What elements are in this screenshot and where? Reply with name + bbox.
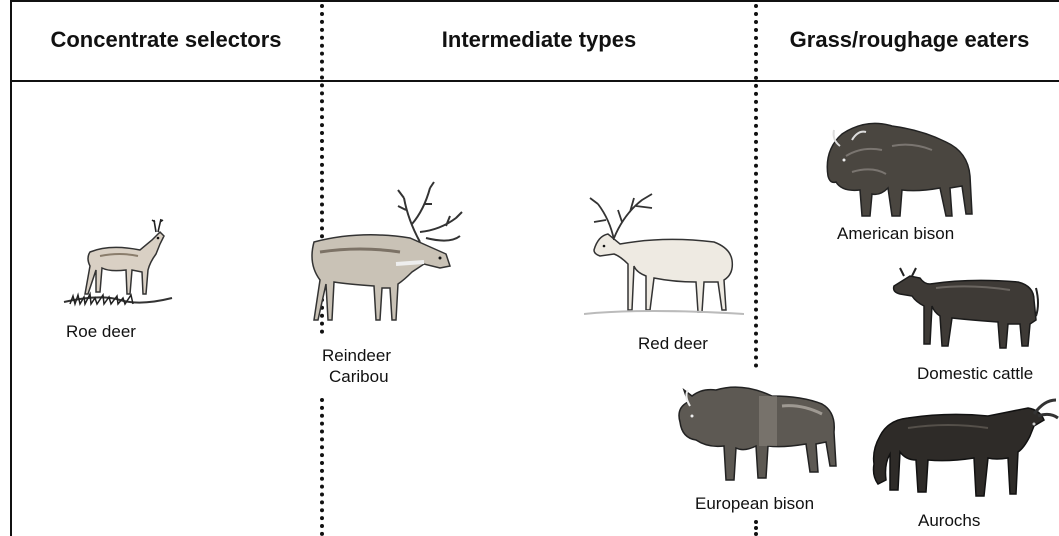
label-american-bison: American bison [837, 223, 954, 244]
domestic-cattle-illustration [890, 254, 1040, 354]
label-domestic-cattle: Domestic cattle [917, 363, 1033, 384]
header-divider [10, 80, 1059, 82]
label-european-bison: European bison [695, 493, 814, 514]
divider-right-lower [754, 520, 758, 536]
label-reindeer: Reindeer [322, 345, 391, 366]
header-intermediate-types: Intermediate types [326, 0, 752, 80]
red-deer-illustration [584, 190, 744, 320]
roe-deer-illustration [60, 210, 175, 310]
aurochs-illustration [868, 394, 1059, 514]
reindeer-illustration [300, 180, 470, 330]
label-caribou: Caribou [329, 366, 389, 387]
divider-right-upper [754, 4, 758, 368]
american-bison-illustration [822, 116, 977, 224]
divider-left-lower [320, 398, 324, 536]
label-roe-deer: Roe deer [66, 321, 136, 342]
european-bison-illustration [672, 382, 842, 488]
label-red-deer: Red deer [638, 333, 708, 354]
header-grass-roughage-eaters: Grass/roughage eaters [760, 0, 1059, 80]
header-concentrate-selectors: Concentrate selectors [12, 0, 320, 80]
label-aurochs: Aurochs [918, 510, 980, 531]
